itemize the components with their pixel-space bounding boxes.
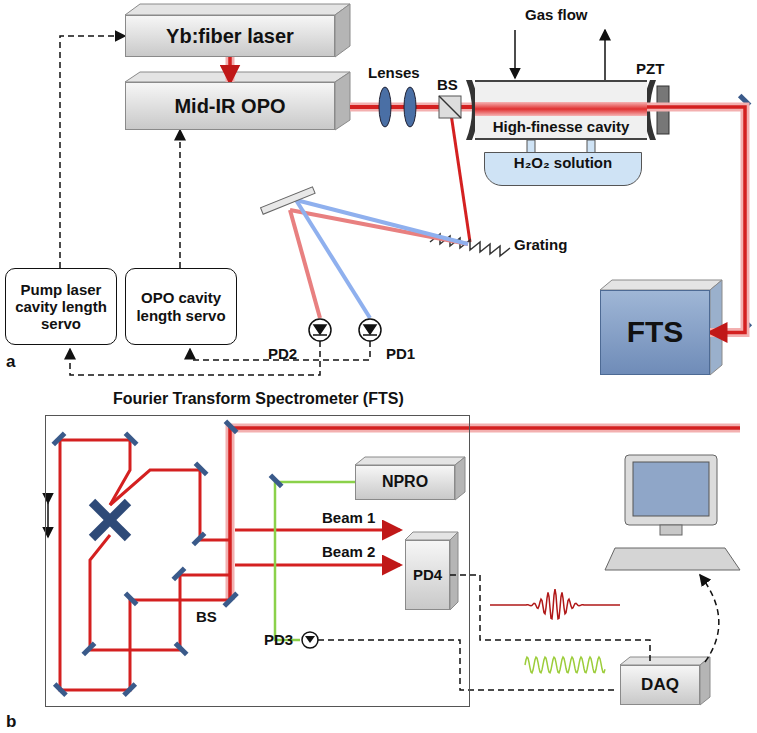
node-label: Mid-IR OPO <box>174 95 285 118</box>
node-label: PD4 <box>413 566 442 583</box>
solution-dish: H₂O₂ solution <box>484 152 642 186</box>
servo-box: Pump laser cavity length servo <box>5 268 117 345</box>
node-label: OPO cavity length servo <box>130 289 232 324</box>
node-label: DAQ <box>641 675 679 695</box>
spectrometer-enclosure: Fourier Transform Spectrometer (FTS) NPRO… <box>45 390 470 707</box>
detector-label: PD2 <box>268 345 297 363</box>
beam-label: Beam 1 <box>322 509 375 527</box>
node-label: Pump laser cavity length servo <box>10 281 112 333</box>
detector-label: PD1 <box>386 345 415 363</box>
panel-letter: b <box>6 712 16 732</box>
node-label: NPRO <box>382 473 428 491</box>
part-label: Grating <box>514 236 567 254</box>
part-label: BS <box>437 76 458 94</box>
laser-box: NPRO <box>355 465 455 500</box>
part-label: PZT <box>636 60 664 78</box>
node-label: High-finesse cavity <box>493 118 630 135</box>
flow-label: Gas flow <box>525 6 588 24</box>
daq-box: DAQ <box>620 665 700 705</box>
node-label: FTS <box>627 315 684 350</box>
signal-wire <box>179 130 181 268</box>
node-label: Yb:fiber laser <box>166 25 294 48</box>
panel-letter: a <box>6 352 15 372</box>
beam-label: Beam 2 <box>322 543 375 561</box>
laser-box: Yb:fiber laser <box>125 15 335 57</box>
enclosure-heading: Fourier Transform Spectrometer (FTS) <box>113 390 404 408</box>
detector-label: PD3 <box>264 631 293 649</box>
signal-wire <box>450 575 650 665</box>
laser-beam <box>228 57 232 82</box>
part-label: Lenses <box>368 64 420 82</box>
cavity-box: High-finesse cavity <box>475 80 647 140</box>
spectrometer-box: FTS <box>600 290 710 375</box>
servo-box: OPO cavity length servo <box>125 268 237 345</box>
part-label: BS <box>196 608 217 626</box>
beam-glow <box>226 57 235 82</box>
node-label: H₂O₂ solution <box>514 154 612 171</box>
detector-box: PD4 <box>405 540 450 610</box>
opo-box: Mid-IR OPO <box>125 82 335 130</box>
signal-wire <box>60 36 125 268</box>
